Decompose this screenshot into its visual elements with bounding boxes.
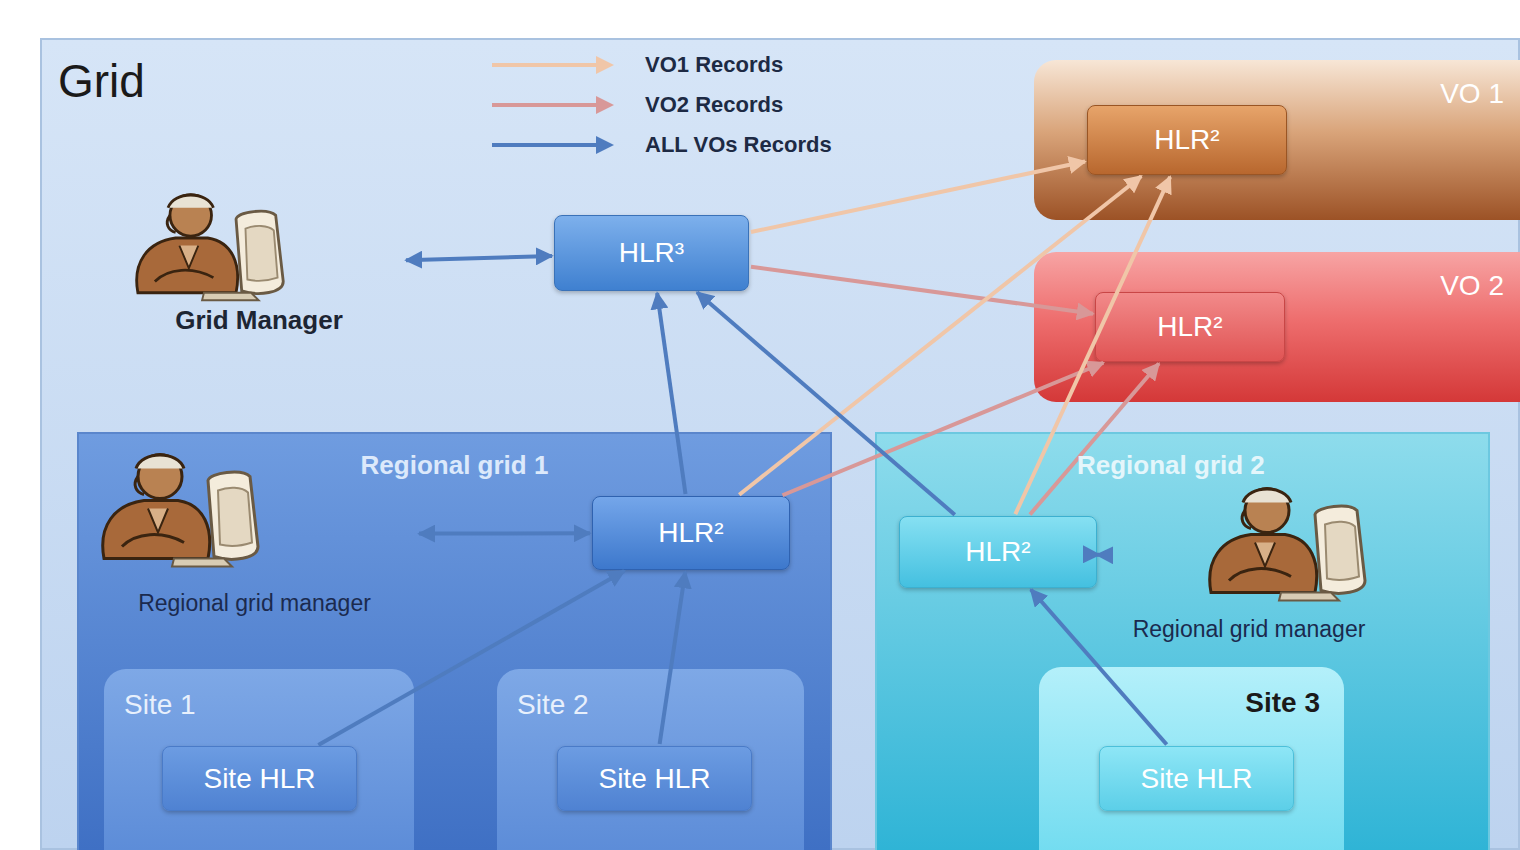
record-flow-arrow <box>697 292 955 514</box>
record-flow-arrow <box>751 162 1085 232</box>
grid-region: GridGrid ManagerHLR³VO 1HLR²VO 2HLR²Regi… <box>40 38 1520 850</box>
legend-row: VO1 Records <box>492 45 832 85</box>
legend-arrow-sample <box>492 133 617 157</box>
regional-grid-manager: Regional grid manager <box>1099 474 1399 644</box>
hlr-label: Site HLR <box>598 763 710 795</box>
region-title: Grid <box>58 54 1518 108</box>
record-flow-arrow <box>657 293 685 494</box>
regional-grid: Regional grid 2 HLR² Regional grid manager… <box>875 432 1490 850</box>
region-title: Site 2 <box>497 669 804 721</box>
hlr-box: HLR³ <box>554 215 749 291</box>
region-title: Site 1 <box>104 669 414 721</box>
legend-arrow-sample <box>492 53 617 77</box>
legend-row: ALL VOs Records <box>492 125 832 165</box>
hlr-box: HLR² <box>592 496 790 570</box>
region-title: Site 3 <box>1039 667 1344 719</box>
legend-row: VO2 Records <box>492 85 832 125</box>
site-box: Site 2 Site HLR <box>497 669 804 850</box>
vo-band: VO 1 HLR² <box>1034 60 1520 220</box>
record-flow-arrow <box>1015 177 1170 514</box>
record-flow-arrow <box>318 571 624 745</box>
site-box: Site 1 Site HLR <box>104 669 414 850</box>
hlr-box: HLR² <box>1087 105 1287 175</box>
site-hlr-box: Site HLR <box>162 746 357 811</box>
record-flow-arrow <box>1097 553 1099 557</box>
legend-text: VO2 Records <box>645 92 783 118</box>
record-flow-arrow <box>406 256 552 260</box>
record-flow-arrow <box>1030 364 1159 515</box>
record-flow-arrow <box>751 267 1093 314</box>
record-flow-arrow <box>739 176 1141 495</box>
manager-label: Grid Manager <box>114 187 404 336</box>
legend-text: ALL VOs Records <box>645 132 832 158</box>
hlr-box: HLR² <box>899 516 1097 588</box>
region-title: Regional grid 2 <box>877 434 1488 481</box>
site-hlr-box: Site HLR <box>1099 746 1294 811</box>
record-flow-arrow <box>660 572 686 744</box>
hlr-label: HLR² <box>658 517 723 549</box>
hlr-box: HLR² <box>1095 292 1285 362</box>
person-icon <box>92 444 272 574</box>
site-hlr-box: Site HLR <box>557 746 752 811</box>
manager-label: Regional grid manager <box>92 444 417 617</box>
person-icon <box>1199 474 1379 612</box>
record-flow-arrow <box>419 531 590 535</box>
record-flow-arrow <box>782 363 1103 495</box>
legend: VO1 RecordsVO2 RecordsALL VOs Records <box>492 45 832 165</box>
hlr-label: HLR² <box>965 536 1030 568</box>
grid-manager: Grid Manager <box>114 187 404 342</box>
legend-text: VO1 Records <box>645 52 783 78</box>
site-box: Site 3 Site HLR <box>1039 667 1344 850</box>
regional-grid: Regional grid 1Regional grid manager HLR²… <box>77 432 832 850</box>
manager-label: Regional grid manager <box>1099 474 1399 643</box>
region-title: VO 2 <box>1034 252 1520 302</box>
record-flow-arrow <box>1031 590 1167 745</box>
region-title: Regional grid 1 <box>79 434 830 481</box>
hlr-label: HLR³ <box>619 237 684 269</box>
person-icon <box>119 187 304 305</box>
legend-arrow-sample <box>492 93 617 117</box>
region-title: VO 1 <box>1034 60 1520 110</box>
regional-grid-manager: Regional grid manager <box>92 444 417 624</box>
hlr-label: HLR² <box>1157 311 1222 343</box>
hlr-label: Site HLR <box>203 763 315 795</box>
vo-band: VO 2 HLR² <box>1034 252 1520 402</box>
hlr-label: HLR² <box>1154 124 1219 156</box>
hlr-label: Site HLR <box>1140 763 1252 795</box>
